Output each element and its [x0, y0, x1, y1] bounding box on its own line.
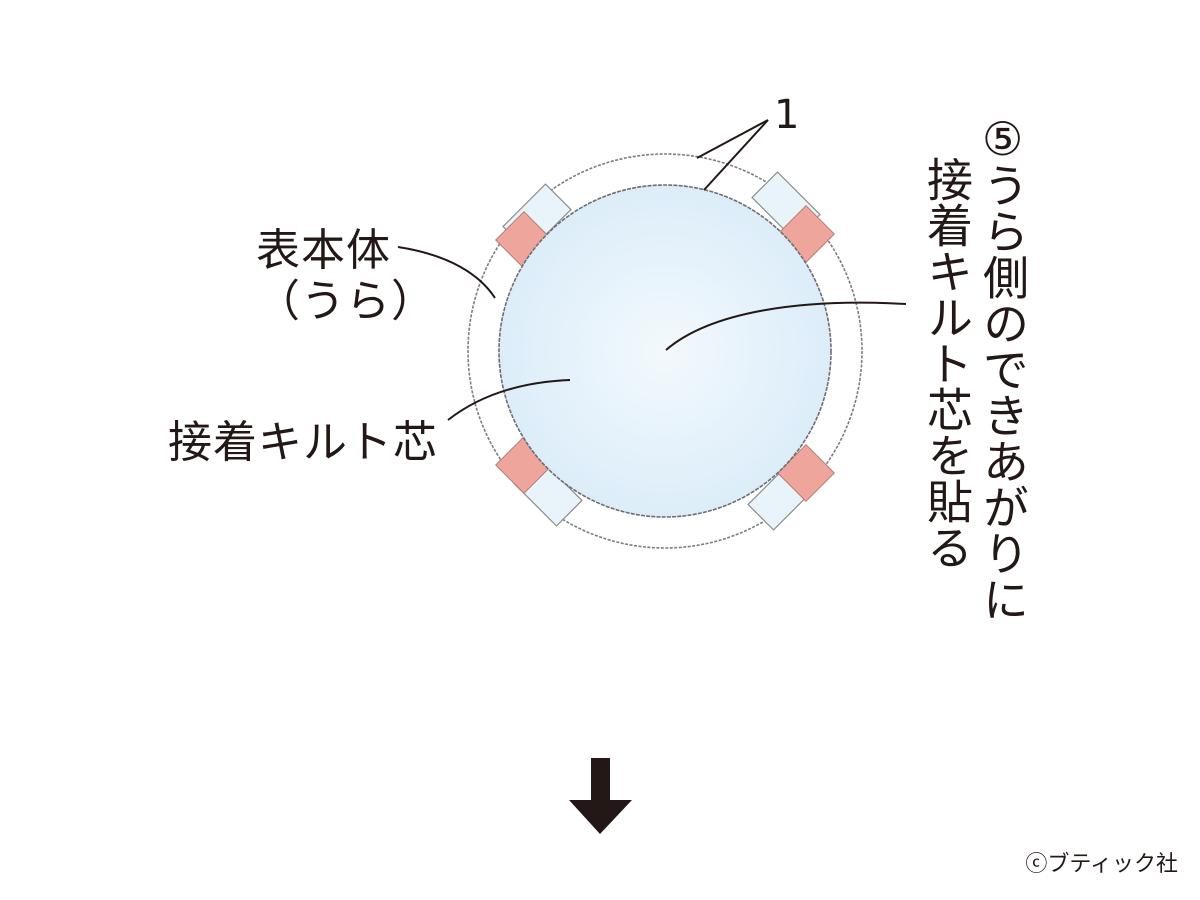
leader-line-1b — [703, 119, 769, 191]
step-number: ⑤ — [982, 112, 1024, 166]
leader-line-body — [397, 246, 496, 299]
step-text-col1: うら側のできあがりに — [976, 162, 1030, 622]
copyright-notice: ⓒブティック社 — [1025, 852, 1178, 877]
interfacing-circle — [498, 184, 832, 518]
down-arrow-icon — [569, 758, 632, 834]
label-number-1: 1 — [774, 92, 800, 138]
label-outer-body: 表本体 （うら） — [256, 225, 436, 327]
leader-line-interfacing — [447, 379, 571, 421]
leader-line-1a — [696, 119, 769, 159]
step-instruction: ⑤ うら側のできあがりに 接着キルト芯を貼る — [918, 112, 1038, 632]
step-text-col2: 接着キルト芯を貼る — [920, 156, 974, 570]
leader-line-step — [665, 301, 907, 351]
label-interfacing: 接着キルト芯 — [168, 417, 438, 468]
